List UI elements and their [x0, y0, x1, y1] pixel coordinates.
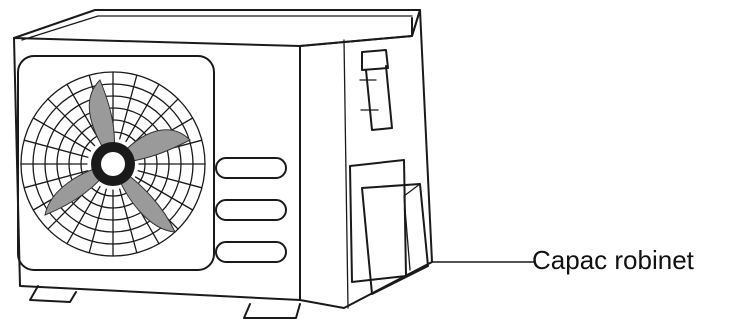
vent-slot — [216, 242, 286, 262]
side-handle — [362, 50, 392, 130]
vent-slot — [216, 200, 286, 220]
grille-spoke — [48, 99, 95, 146]
fan-hub-center — [101, 152, 125, 176]
unit-side-face — [300, 10, 432, 308]
valve-cover — [350, 160, 428, 294]
unit-side-inner-edge — [344, 40, 348, 308]
callout-label-valve-cover: Capac robinet — [532, 247, 694, 273]
grille-spoke — [33, 118, 90, 151]
unit-top-edge — [22, 16, 412, 40]
vent-slot — [216, 158, 286, 178]
unit-foot-right — [244, 304, 300, 318]
